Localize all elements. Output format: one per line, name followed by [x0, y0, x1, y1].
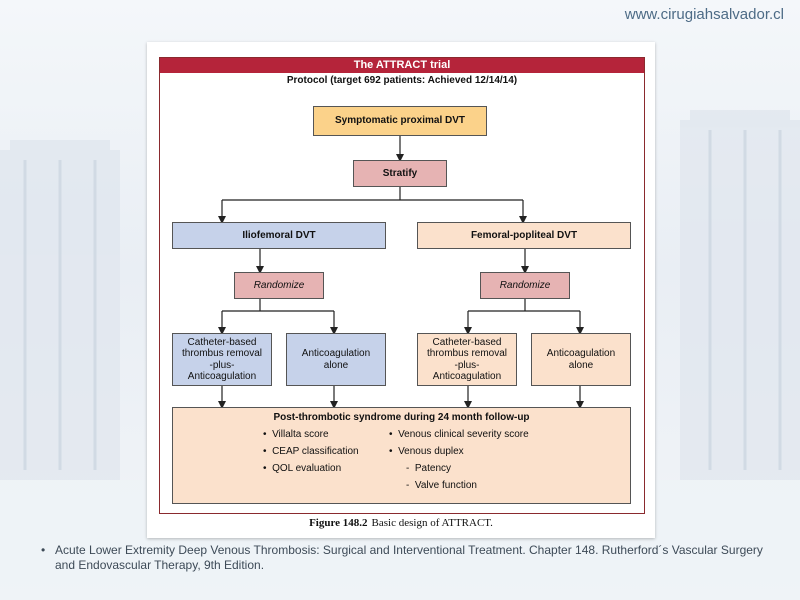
flow-arrows: [218, 136, 584, 409]
catheter-right-line4: Anticoagulation: [432, 371, 502, 382]
catheter-left-line1: Catheter-based: [187, 336, 257, 348]
caption-text: Basic design of ATTRACT.: [371, 517, 493, 529]
anticoag-right-line1: Anticoagulation: [546, 348, 616, 359]
outcome-item: • QOL evaluation: [263, 463, 342, 474]
outcome-subitem: - Valve function: [406, 480, 477, 491]
node-symptomatic-dvt: Symptomatic proximal DVT: [313, 106, 487, 136]
catheter-left-line3: -plus-: [209, 359, 235, 371]
anticoag-left-line2: alone: [323, 359, 349, 371]
site-url: www.cirugiahsalvador.cl: [624, 6, 784, 23]
node-catheter-right: Catheter-based thrombus removal -plus- A…: [417, 333, 517, 386]
node-randomize-right: Randomize: [480, 272, 570, 299]
catheter-right-line2: thrombus removal: [426, 348, 508, 359]
node-randomize-left-label: Randomize: [253, 279, 305, 291]
node-anticoag-right: Anticoagulation alone: [531, 333, 631, 386]
node-randomize-right-label: Randomize: [499, 279, 551, 291]
outcome-item: • Venous clinical severity score: [389, 429, 529, 440]
outcome-title: Post-thrombotic syndrome during 24 month…: [273, 412, 530, 423]
node-stratify-label: Stratify: [382, 167, 418, 179]
citation-bullet: •: [41, 543, 46, 557]
node-outcome: Post-thrombotic syndrome during 24 month…: [172, 407, 631, 504]
catheter-right-line3: -plus-: [454, 359, 480, 371]
node-femoral-popliteal-label: Femoral-popliteal DVT: [470, 229, 578, 241]
outcome-subitem: - Patency: [406, 463, 452, 474]
figure-card: The ATTRACT trial Protocol (target 692 p…: [147, 42, 655, 538]
citation-text: Acute Lower Extremity Deep Venous Thromb…: [55, 543, 763, 572]
catheter-right-line1: Catheter-based: [432, 336, 502, 348]
node-iliofemoral-dvt: Iliofemoral DVT: [172, 222, 386, 249]
outcome-item: • Venous duplex: [389, 446, 464, 457]
node-symptomatic-label: Symptomatic proximal DVT: [334, 115, 466, 127]
citation: • Acute Lower Extremity Deep Venous Thro…: [41, 543, 775, 573]
outcome-item: • Villalta score: [263, 429, 329, 440]
node-anticoag-left: Anticoagulation alone: [286, 333, 386, 386]
flowchart-frame: The ATTRACT trial Protocol (target 692 p…: [159, 57, 645, 514]
figure-title: The ATTRACT trial: [160, 58, 644, 73]
anticoag-right-line2: alone: [568, 359, 594, 371]
protocol-line: Protocol (target 692 patients: Achieved …: [286, 75, 518, 86]
catheter-left-line4: Anticoagulation: [187, 371, 257, 382]
node-femoral-popliteal-dvt: Femoral-popliteal DVT: [417, 222, 631, 249]
catheter-left-line2: thrombus removal: [181, 348, 263, 359]
outcome-item: • CEAP classification: [263, 446, 359, 457]
node-catheter-left: Catheter-based thrombus removal -plus- A…: [172, 333, 272, 386]
node-iliofemoral-label: Iliofemoral DVT: [242, 229, 316, 241]
node-randomize-left: Randomize: [234, 272, 324, 299]
anticoag-left-line1: Anticoagulation: [301, 348, 371, 359]
caption-label: Figure 148.2: [309, 517, 368, 529]
node-stratify: Stratify: [353, 160, 447, 187]
